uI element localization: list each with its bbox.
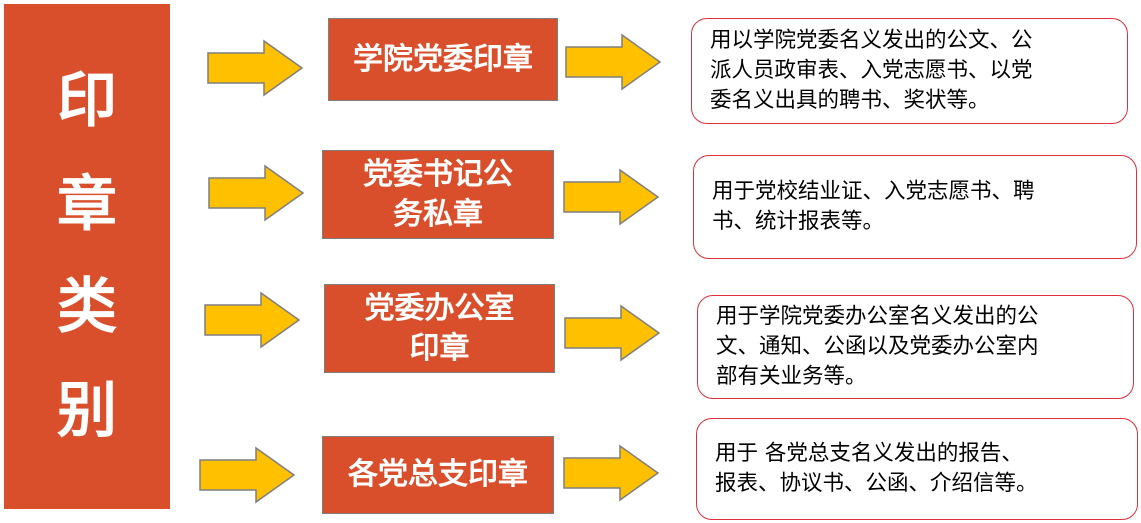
root-category-box: 印 章 类 别 [4,4,170,509]
category-title: 务私章 [393,196,483,232]
connector-arrow-icon [563,168,660,226]
connector-arrow-icon [564,304,661,362]
category-title: 学院党委印章 [353,41,533,77]
category-title: 各党总支印章 [348,457,528,492]
root-char: 章 [57,170,117,240]
description-line: 派人员政审表、入党志愿书、以党 [710,58,1033,83]
category-box: 学院党委印章 [328,18,558,101]
root-char: 类 [57,272,117,342]
description-line: 文、通知、公函以及党委办公室内 [716,334,1039,359]
description-line: 用以学院党委名义发出的公文、公 [710,28,1033,53]
category-box: 党委书记公 务私章 [322,150,554,239]
root-char: 别 [57,376,117,446]
connector-arrow-icon [207,39,304,97]
connector-arrow-icon [563,444,660,502]
category-title: 党委书记公 [363,156,513,192]
description-line: 用于学院党委办公室名义发出的公 [716,304,1039,329]
description-line: 用于党校结业证、入党志愿书、聘 [712,179,1035,204]
description-box: 用于 各党总支名义发出的报告、 报表、协议书、公函、介绍信等。 [696,418,1138,520]
description-line: 委名义出具的聘书、奖状等。 [710,88,990,113]
connector-arrow-icon [199,446,296,504]
root-char: 印 [57,66,117,136]
description-line: 报表、协议书、公函、介绍信等。 [715,471,1038,496]
description-line: 用于 各党总支名义发出的报告、 [715,441,1023,466]
category-box: 各党总支印章 [322,436,554,514]
description-box: 用于学院党委办公室名义发出的公 文、通知、公函以及党委办公室内 部有关业务等。 [697,295,1134,399]
connector-arrow-icon [204,291,301,349]
description-box: 用以学院党委名义发出的公文、公 派人员政审表、入党志愿书、以党 委名义出具的聘书… [691,18,1128,124]
description-line: 部有关业务等。 [716,364,867,389]
category-box: 党委办公室 印章 [324,284,555,373]
category-title: 党委办公室 [364,290,515,326]
description-box: 用于党校结业证、入党志愿书、聘 书、统计报表等。 [693,155,1137,259]
category-title: 印章 [409,330,470,366]
description-line: 书、统计报表等。 [712,209,885,234]
connector-arrow-icon [208,164,305,222]
connector-arrow-icon [565,33,662,91]
